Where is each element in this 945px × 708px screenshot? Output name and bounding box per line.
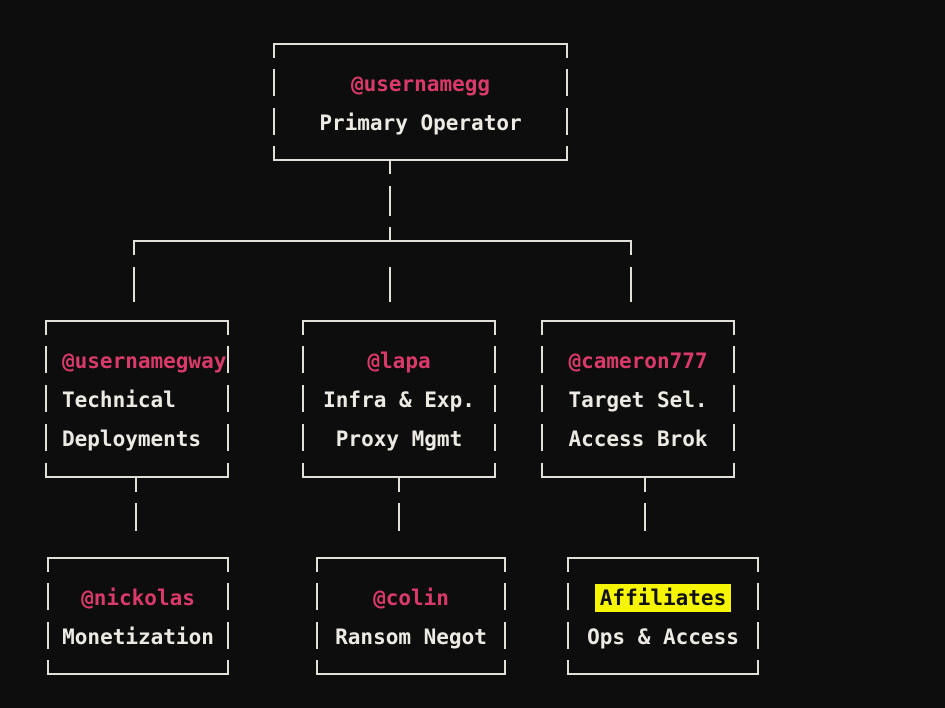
connector-branch-bar <box>133 240 632 255</box>
node-usernamegway: @usernamegway Technical Deployments <box>45 320 229 478</box>
node-colin: @colin Ransom Negot <box>316 557 506 675</box>
handle-label: @lapa <box>367 349 431 373</box>
handle-label: Affiliates <box>567 579 759 618</box>
connector-tech-monet <box>135 503 137 531</box>
connector-root-stem <box>389 186 391 216</box>
affiliates-highlight: Affiliates <box>594 584 732 612</box>
role-label: Infra & Exp. <box>323 388 475 412</box>
role-label: Primary Operator <box>319 111 522 135</box>
node-lapa: @lapa Infra & Exp. Proxy Mgmt <box>302 320 496 478</box>
role-label: Monetization <box>62 625 214 649</box>
role-label: Ops & Access <box>587 625 739 649</box>
handle-label: @cameron777 <box>568 349 708 373</box>
node-nickolas: @nickolas Monetization <box>47 557 229 675</box>
node-usernamegg: @usernamegg Primary Operator <box>273 43 568 161</box>
connector-root-stem <box>389 227 391 240</box>
node-affiliates: Affiliates Ops & Access <box>567 557 759 675</box>
connector-root-stem <box>389 161 391 174</box>
connector-infra-negot <box>398 503 400 531</box>
role-label: Technical <box>62 388 176 412</box>
role-label: Proxy Mgmt <box>335 427 463 451</box>
connector-drop-center <box>389 267 391 302</box>
role-label: Access Brok <box>568 427 708 451</box>
node-cameron777: @cameron777 Target Sel. Access Brok <box>541 320 735 478</box>
role-label: Ransom Negot <box>335 625 487 649</box>
connector-target-affiliates <box>644 503 646 531</box>
handle-label: @nickolas <box>81 586 195 610</box>
handle-label: @usernamegg <box>350 72 491 96</box>
connector-drop-left <box>133 267 135 302</box>
role-label: Deployments <box>62 427 202 451</box>
connector-target-affiliates <box>644 478 646 492</box>
handle-label: @colin <box>373 586 449 610</box>
handle-label: @usernamegway <box>62 349 227 373</box>
role-label: Target Sel. <box>568 388 708 412</box>
connector-drop-right <box>630 267 632 302</box>
connector-tech-monet <box>135 478 137 492</box>
connector-infra-negot <box>398 478 400 492</box>
